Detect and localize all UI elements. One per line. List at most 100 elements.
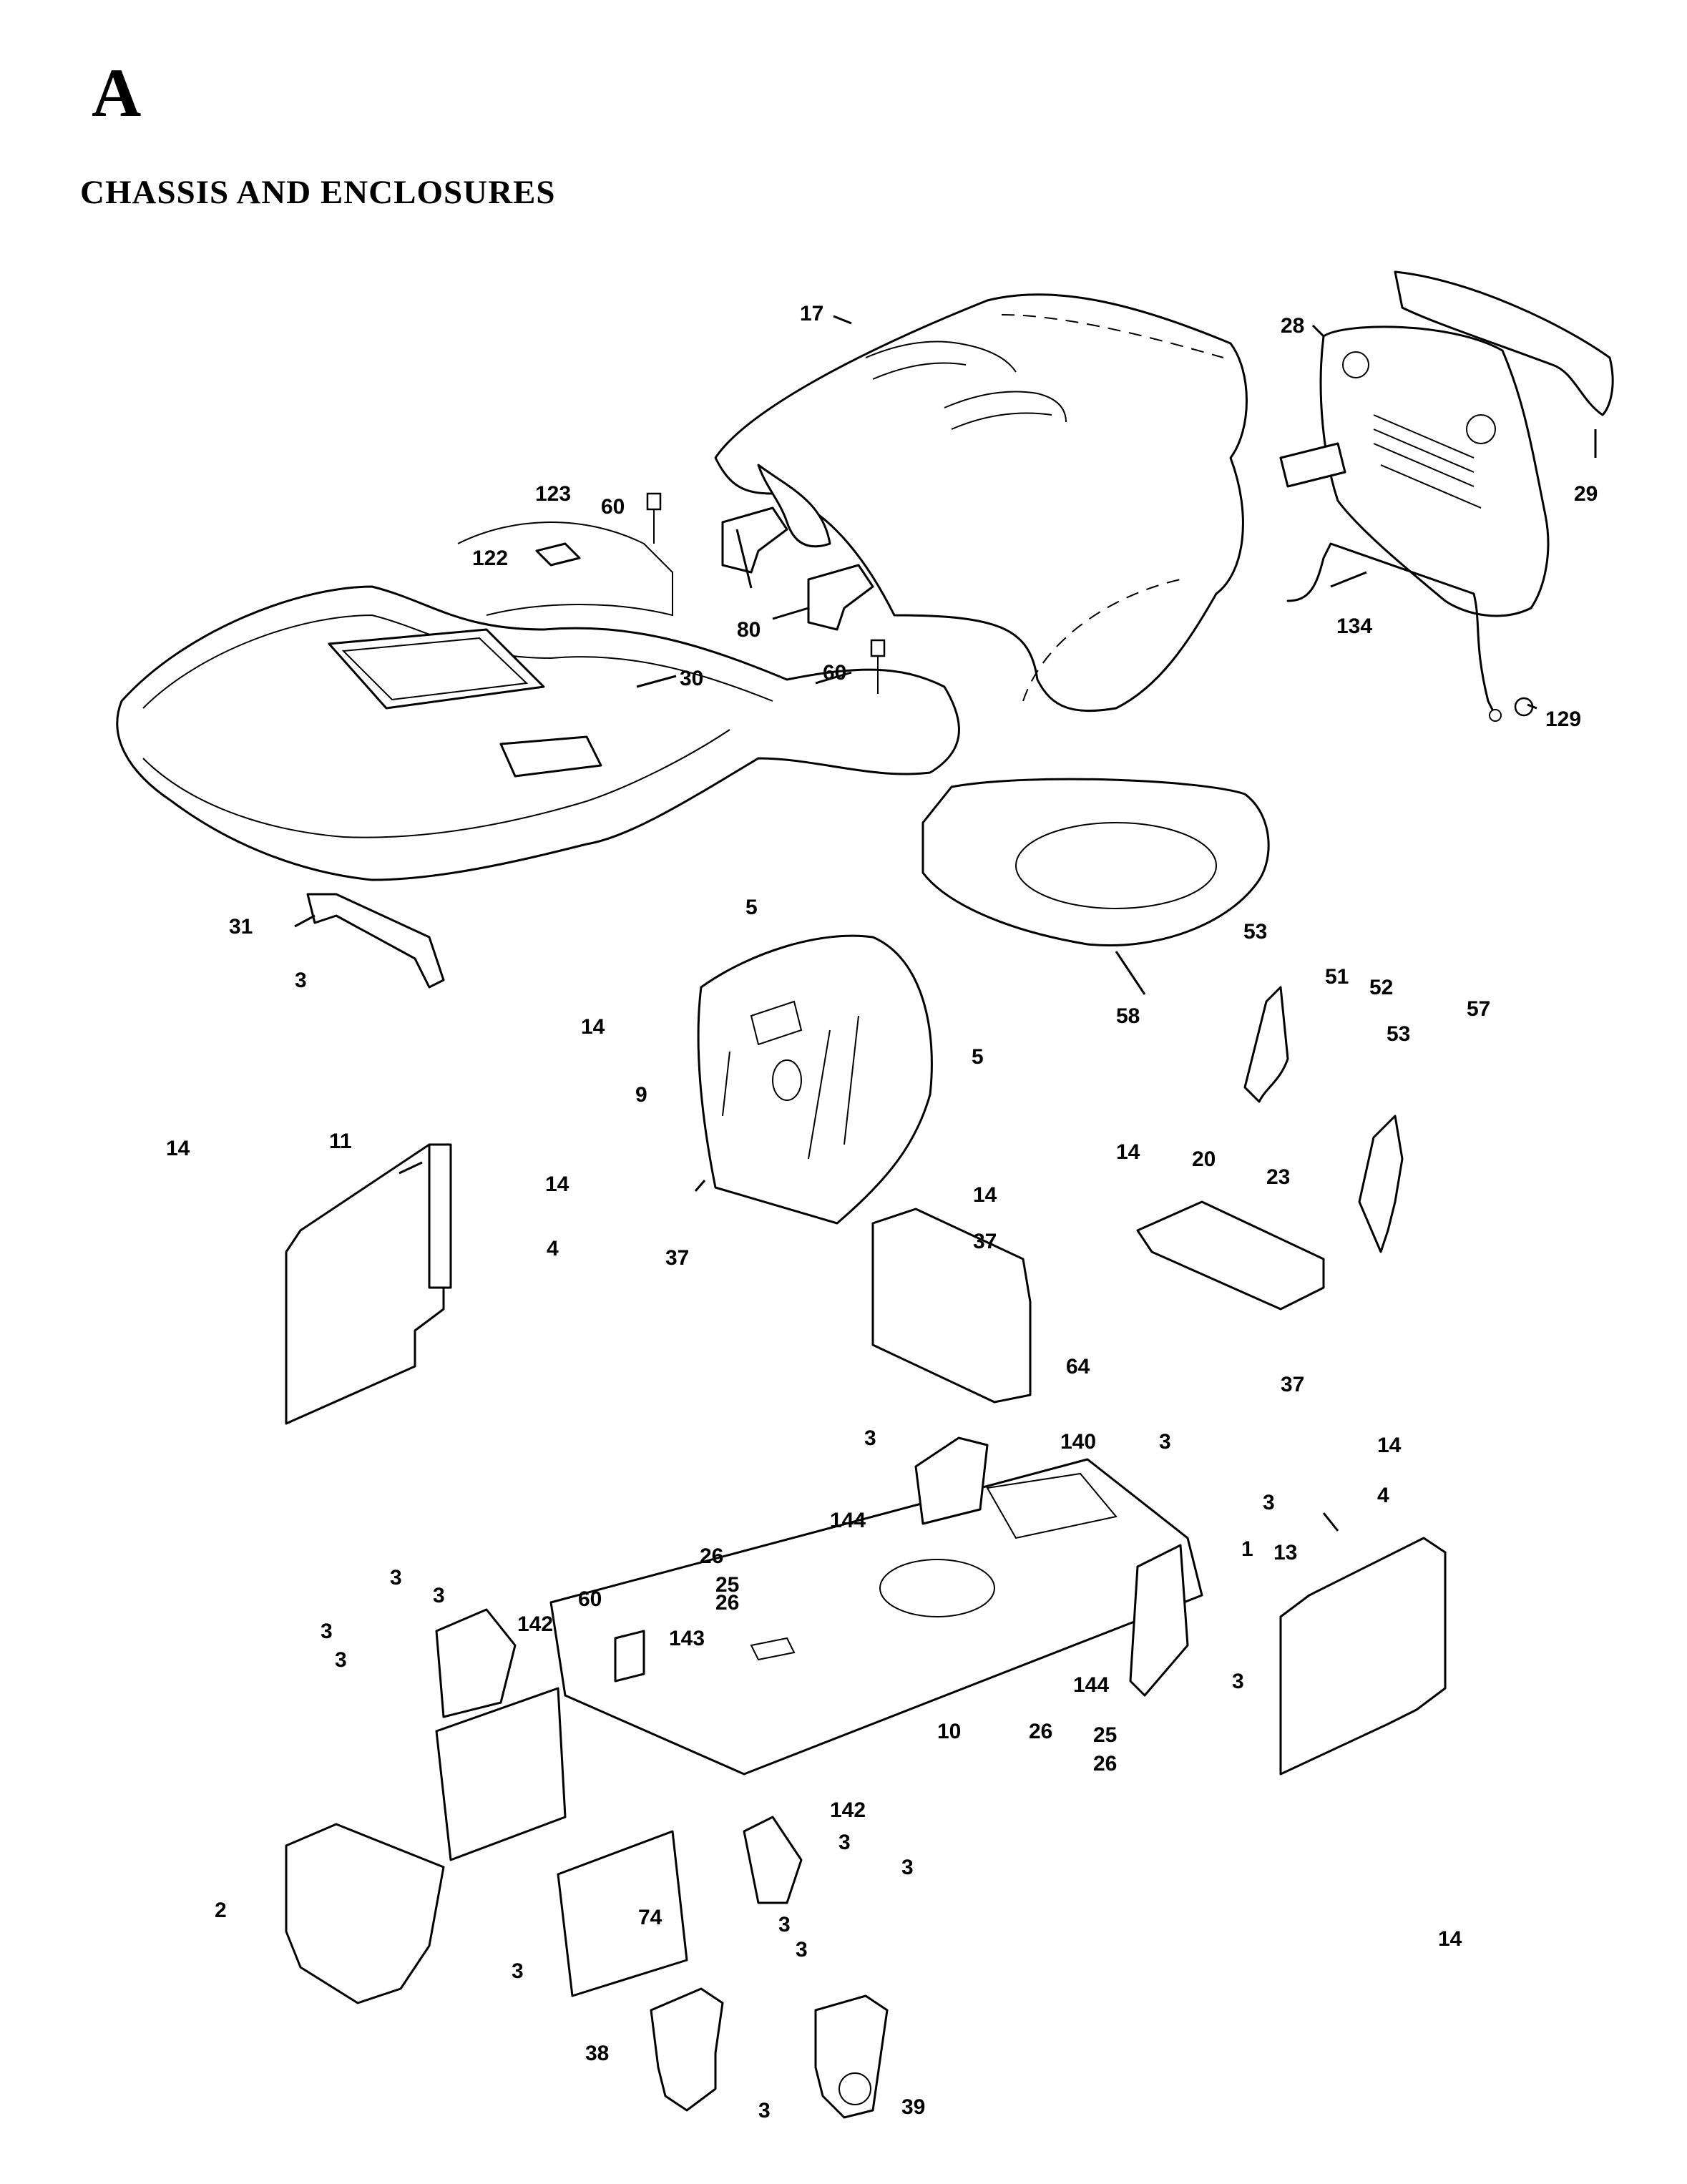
callout-c60c: 60 — [578, 1587, 602, 1611]
callout-c3c: 3 — [1159, 1430, 1171, 1454]
washer-129 — [1514, 697, 1534, 717]
callout-c9: 9 — [635, 1083, 647, 1107]
callout-c3k: 3 — [901, 1856, 914, 1879]
grille-part — [1279, 325, 1550, 617]
callout-c10: 10 — [937, 1720, 961, 1743]
callout-c5a: 5 — [745, 896, 758, 919]
callout-c38: 38 — [585, 2042, 609, 2065]
plate-143 — [614, 1630, 645, 1683]
callout-c51: 51 — [1325, 965, 1349, 989]
dash-panel-9 — [697, 934, 933, 1225]
callout-c3j: 3 — [838, 1831, 851, 1854]
callout-c52: 52 — [1369, 976, 1393, 999]
callout-c14g: 14 — [1438, 1927, 1462, 1951]
callout-c14c: 14 — [545, 1172, 569, 1196]
bracket-rod-part — [1286, 542, 1502, 722]
callout-c57: 57 — [1467, 997, 1490, 1021]
callout-c3g: 3 — [321, 1620, 333, 1643]
callout-c37a: 37 — [665, 1246, 689, 1270]
callout-c37b: 37 — [973, 1230, 997, 1253]
callout-c3l: 3 — [778, 1913, 791, 1936]
bolt-60 — [646, 492, 886, 694]
panel-13 — [1279, 1537, 1447, 1776]
callout-c3h: 3 — [335, 1648, 347, 1672]
hood-part — [714, 293, 1248, 713]
callout-c3f: 3 — [433, 1584, 445, 1607]
callout-c20: 20 — [1192, 1147, 1216, 1171]
panel-11 — [285, 1143, 452, 1425]
callout-c25a: 25 — [715, 1573, 739, 1597]
callout-c58: 58 — [1116, 1004, 1140, 1028]
callout-c4a: 4 — [547, 1237, 559, 1260]
callout-c14e: 14 — [973, 1183, 997, 1207]
callout-c80: 80 — [737, 618, 761, 642]
fender-part — [116, 585, 960, 881]
section-title: CHASSIS AND ENCLOSURES — [80, 174, 556, 211]
callout-c3o: 3 — [758, 2099, 771, 2122]
callout-c60a: 60 — [601, 495, 625, 519]
callout-c129: 129 — [1545, 707, 1581, 731]
callout-c144a: 144 — [830, 1509, 866, 1532]
plate-122 — [535, 542, 581, 567]
callout-c26c: 26 — [1029, 1720, 1052, 1743]
bracket-64 — [871, 1208, 1032, 1404]
callout-c26d: 26 — [1093, 1752, 1117, 1776]
callout-c144b: 144 — [1073, 1673, 1109, 1697]
callout-c25b: 25 — [1093, 1723, 1117, 1747]
seat-support-part — [457, 521, 673, 617]
callout-c31: 31 — [229, 915, 253, 939]
bracket-140 — [914, 1436, 1189, 1697]
callout-c3e: 3 — [390, 1566, 402, 1590]
callout-c2: 2 — [215, 1899, 227, 1922]
callout-c30: 30 — [680, 667, 703, 690]
callout-c14d: 14 — [1116, 1140, 1140, 1164]
callout-c74: 74 — [638, 1906, 662, 1929]
bracket-2 — [285, 1823, 445, 2004]
callout-c53a: 53 — [1243, 920, 1267, 944]
callout-c123: 123 — [535, 482, 571, 506]
callout-c37c: 37 — [1281, 1373, 1304, 1396]
main-frame-1 — [549, 1458, 1203, 1776]
callout-c4b: 4 — [1377, 1484, 1389, 1507]
callout-c3i: 3 — [1232, 1670, 1244, 1693]
shroud-58 — [921, 778, 1270, 947]
callout-c1: 1 — [1241, 1537, 1253, 1561]
callout-c14a: 14 — [581, 1015, 605, 1039]
callout-c60b: 60 — [823, 661, 846, 685]
callout-c17: 17 — [800, 302, 823, 325]
grille-cap-part — [1394, 270, 1614, 416]
bracket-31 — [306, 893, 445, 989]
callout-c3n: 3 — [512, 1959, 524, 1983]
callout-c3a: 3 — [295, 969, 307, 992]
callout-c134: 134 — [1336, 614, 1372, 638]
callout-c13: 13 — [1273, 1541, 1297, 1564]
section-letter: A — [92, 54, 142, 131]
callout-c26b: 26 — [715, 1591, 739, 1615]
plate-74 — [435, 1687, 688, 1997]
callout-c3d: 3 — [1263, 1491, 1275, 1514]
plate-142 — [435, 1608, 803, 1904]
callout-c23: 23 — [1266, 1165, 1290, 1189]
bracket-39 — [814, 1994, 889, 2119]
bracket-20 — [1136, 1200, 1325, 1311]
callout-c53b: 53 — [1387, 1022, 1410, 1046]
callout-c140: 140 — [1060, 1430, 1096, 1454]
callout-c142a: 142 — [517, 1612, 553, 1636]
callout-c28: 28 — [1281, 314, 1304, 338]
callout-c29: 29 — [1574, 482, 1598, 506]
leader-lines — [294, 315, 1597, 1532]
callout-c14f: 14 — [1377, 1434, 1402, 1457]
callout-c26a: 26 — [700, 1544, 723, 1568]
callout-c142b: 142 — [830, 1798, 866, 1822]
callout-c143: 143 — [669, 1627, 705, 1650]
callout-c14b: 14 — [166, 1137, 190, 1160]
clip-80 — [721, 506, 874, 631]
callout-c39: 39 — [901, 2095, 925, 2119]
callout-c3m: 3 — [796, 1938, 808, 1962]
callout-c11: 11 — [329, 1130, 352, 1153]
callout-c3b: 3 — [864, 1426, 876, 1450]
bracket-38 — [650, 1987, 724, 2112]
bracket-53 — [1243, 986, 1404, 1253]
